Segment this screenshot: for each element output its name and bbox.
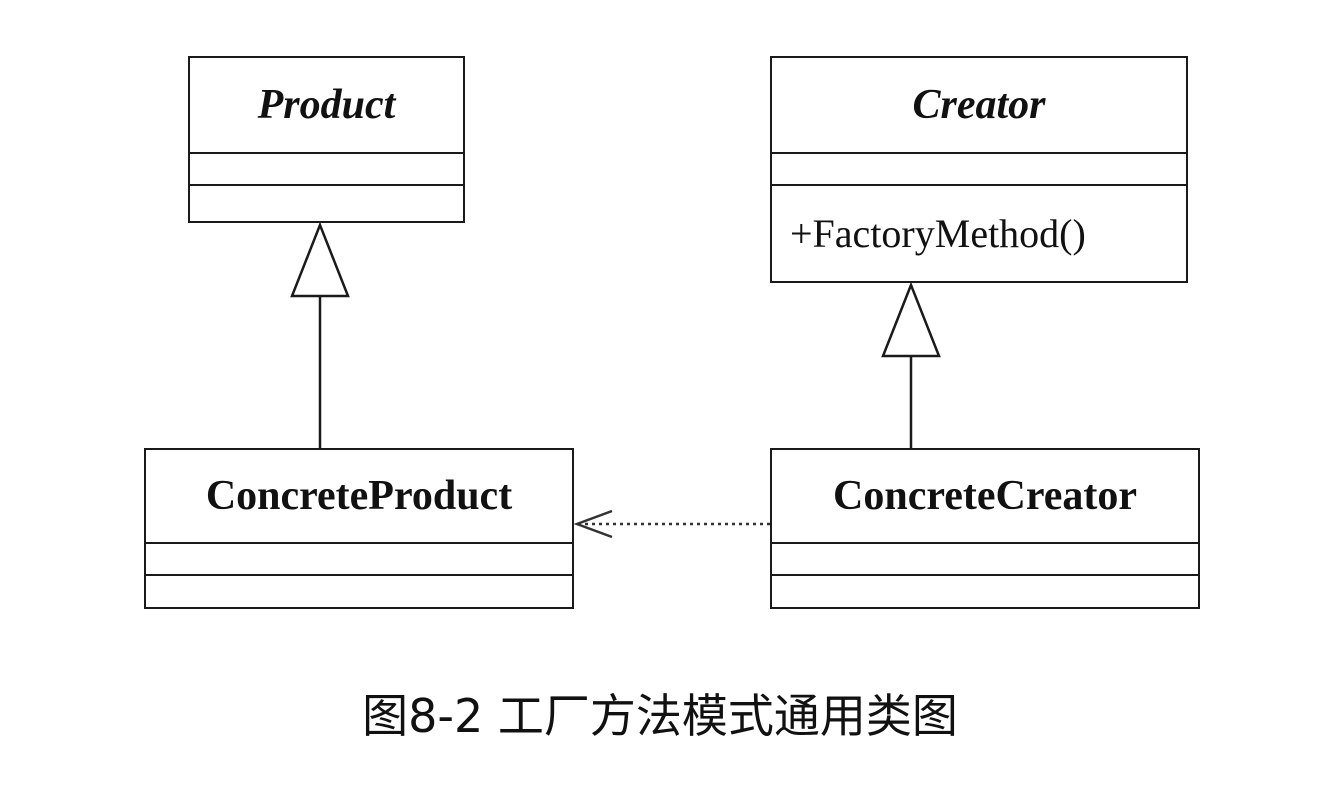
concrete-product-class: ConcreteProduct [144, 448, 574, 609]
creator-class: Creator +FactoryMethod() [770, 56, 1188, 283]
concrete-product-class-name: ConcreteProduct [146, 450, 572, 544]
product-attributes-compartment [190, 154, 463, 186]
generalization-concrete-product-to-product [290, 221, 350, 448]
dependency-open-arrowhead-icon [573, 509, 613, 539]
dependency-concrete-creator-to-concrete-product [573, 509, 770, 539]
creator-class-name: Creator [772, 58, 1186, 154]
product-class-name: Product [190, 58, 463, 154]
inheritance-arrowhead-icon [881, 281, 941, 358]
concrete-product-operations-compartment [146, 576, 572, 607]
product-class: Product [188, 56, 465, 223]
creator-factory-method: +FactoryMethod() [790, 211, 1086, 256]
concrete-creator-class: ConcreteCreator [770, 448, 1200, 609]
inheritance-arrowhead-icon [290, 221, 350, 298]
product-operations-compartment [190, 186, 463, 221]
generalization-concrete-creator-to-creator [881, 281, 941, 448]
creator-attributes-compartment [772, 154, 1186, 186]
concrete-creator-operations-compartment [772, 576, 1198, 607]
concrete-product-attributes-compartment [146, 544, 572, 576]
concrete-creator-class-name: ConcreteCreator [772, 450, 1198, 544]
concrete-creator-attributes-compartment [772, 544, 1198, 576]
figure-caption: 图8-2 工厂方法模式通用类图 [362, 689, 958, 743]
